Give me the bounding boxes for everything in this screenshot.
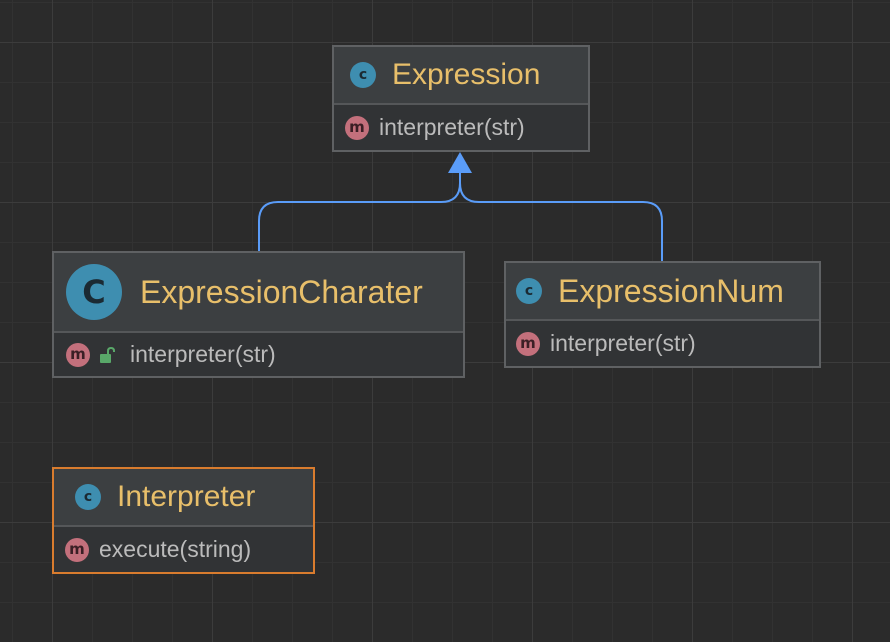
class-node-expression-charater[interactable]: C ExpressionCharater m interpreter(str) — [52, 251, 465, 378]
class-icon: c — [75, 484, 101, 510]
class-header: c ExpressionNum — [506, 263, 819, 321]
class-node-expression[interactable]: c Expression m interpreter(str) — [332, 45, 590, 152]
unlocked-padlock-icon — [100, 346, 115, 363]
class-name: ExpressionCharater — [140, 273, 423, 310]
method-name: interpreter(str) — [130, 341, 276, 367]
method-icon: m — [66, 342, 90, 367]
method-row[interactable]: m interpreter(str) — [506, 321, 819, 366]
method-icon: m — [516, 331, 540, 356]
inheritance-arrowhead — [448, 152, 472, 173]
class-header: C ExpressionCharater — [54, 253, 463, 333]
class-name: ExpressionNum — [558, 272, 784, 309]
class-name: Expression — [392, 58, 541, 91]
class-icon: c — [350, 62, 376, 88]
class-name: Interpreter — [117, 480, 256, 513]
method-row[interactable]: m interpreter(str) — [54, 333, 463, 376]
method-icon: m — [345, 115, 369, 140]
method-icon: m — [65, 537, 89, 562]
inheritance-edge-expression-num[interactable] — [459, 182, 663, 261]
method-row[interactable]: m interpreter(str) — [334, 105, 588, 150]
class-node-expression-num[interactable]: c ExpressionNum m interpreter(str) — [504, 261, 821, 368]
method-name: execute(string) — [99, 536, 252, 562]
class-header: c Expression — [334, 47, 588, 105]
method-name: interpreter(str) — [379, 114, 525, 140]
method-row[interactable]: m execute(string) — [54, 527, 313, 572]
inheritance-edge-expression-charater[interactable] — [258, 172, 461, 251]
method-name: interpreter(str) — [550, 330, 696, 356]
class-node-interpreter[interactable]: c Interpreter m execute(string) — [52, 467, 315, 574]
class-icon: C — [66, 264, 122, 320]
class-icon: c — [516, 278, 542, 304]
class-header: c Interpreter — [54, 469, 313, 527]
